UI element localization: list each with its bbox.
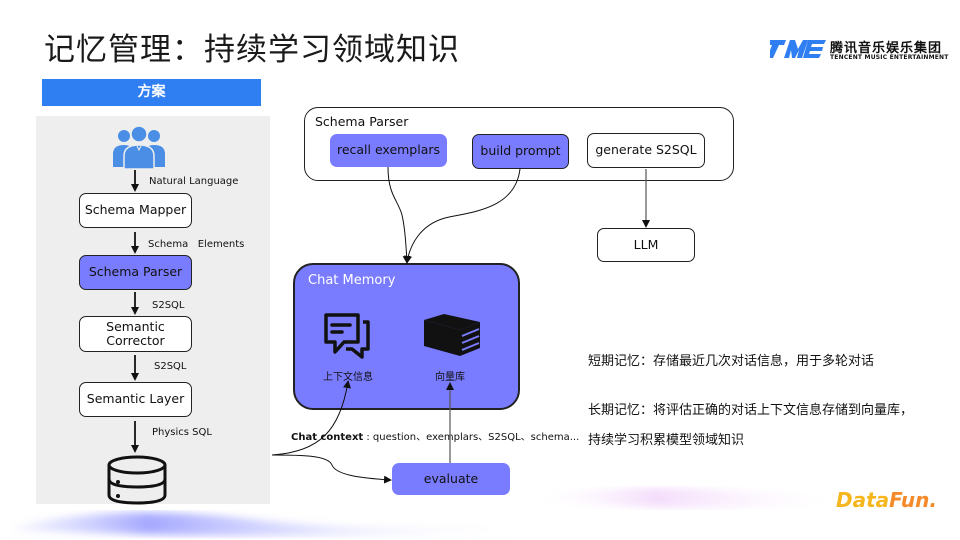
edge-label-physics-sql: Physics SQL [152, 427, 212, 438]
database-icon [107, 455, 167, 505]
chat-context-items: : question、exemplars、S2SQL、schema... [363, 432, 580, 443]
page-title: 记忆管理：持续学习领域知识 [44, 32, 460, 68]
node-semantic-corrector-line2: Corrector [106, 333, 165, 348]
chat-context-text: Chat context : question、exemplars、S2SQL、… [291, 428, 579, 443]
node-semantic-corrector-line1: Semantic [106, 318, 165, 334]
edge-label-s2sql-2: S2SQL [154, 361, 187, 372]
context-info-label: 上下文信息 [323, 372, 373, 383]
datafun-logo-part2: Fun. [889, 488, 937, 512]
edge-label-natural-language: Natural Language [149, 176, 239, 187]
datafun-logo: DataFun. [836, 488, 937, 512]
users-group-icon [113, 125, 165, 169]
chat-bubbles-icon [324, 313, 370, 359]
short-term-memory-desc: 短期记忆：存储最近几次对话信息，用于多轮对话 [588, 354, 875, 369]
tme-logo-icon [770, 40, 826, 58]
node-semantic-corrector: Semantic Corrector [79, 316, 192, 352]
step-generate-s2sql: generate S2SQL [587, 133, 705, 168]
schema-parser-title: Schema Parser [315, 114, 409, 129]
step-build-prompt: build prompt [472, 134, 569, 169]
arrow-recall-to-memory [387, 166, 411, 264]
node-evaluate: evaluate [392, 463, 510, 495]
vector-db-label: 向量库 [435, 372, 465, 383]
edge-label-s2sql-1: S2SQL [152, 300, 185, 311]
long-term-memory-desc-line2: 持续学习积累模型领域知识 [588, 433, 745, 448]
arrow-prompt-to-memory [404, 168, 521, 264]
logo-name-en: TENCENT MUSIC ENTERTAINMENT [830, 54, 949, 61]
logo-name-cn: 腾讯音乐娱乐集团 [830, 41, 943, 56]
chat-memory-frame [293, 263, 520, 410]
pipeline-panel [36, 116, 270, 504]
node-llm: LLM [597, 228, 695, 262]
books-stack-icon [424, 314, 480, 356]
node-schema-mapper: Schema Mapper [79, 193, 192, 228]
footer-wave-decoration [10, 488, 860, 537]
node-semantic-layer: Semantic Layer [79, 382, 192, 417]
edge-label-schema-elements: Schema Elements [148, 239, 245, 250]
step-recall-exemplars: recall exemplars [330, 134, 447, 167]
plan-banner: 方案 [42, 79, 261, 106]
chat-context-label: Chat context [291, 432, 364, 443]
node-schema-parser: Schema Parser [79, 255, 192, 290]
chat-memory-title: Chat Memory [308, 273, 396, 288]
datafun-logo-part1: Data [836, 488, 890, 512]
long-term-memory-desc-line1: 长期记忆：将评估正确的对话上下文信息存储到向量库， [588, 403, 914, 418]
